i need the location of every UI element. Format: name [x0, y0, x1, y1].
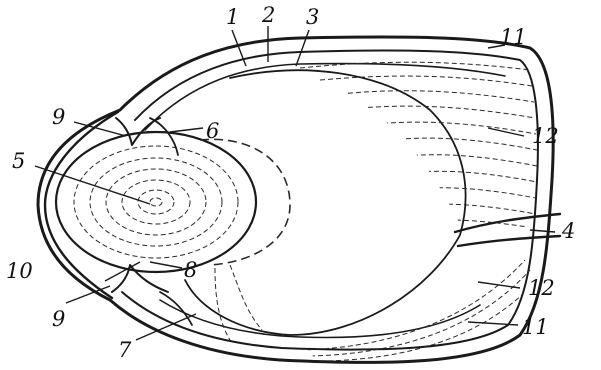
- label-4: 4: [561, 219, 575, 243]
- label-3: 3: [306, 5, 319, 29]
- label-2: 2: [261, 3, 275, 27]
- ciliary-body-upper: [150, 118, 178, 155]
- label-5: 5: [12, 149, 25, 173]
- label-9-lower: 9: [52, 307, 65, 331]
- label-12-upper: 12: [532, 124, 559, 148]
- label-12-lower: 12: [528, 276, 555, 300]
- label-10: 10: [6, 259, 33, 283]
- vitreous-boundary: [185, 70, 466, 335]
- choroid-layer: [122, 51, 538, 350]
- label-7: 7: [118, 338, 132, 362]
- lens: [56, 132, 256, 272]
- label-6: 6: [206, 119, 219, 143]
- lower-muscle-12: [300, 260, 540, 364]
- label-9-upper: 9: [52, 105, 65, 129]
- optic-nerve: [455, 214, 560, 246]
- label-1: 1: [226, 5, 239, 29]
- label-8: 8: [184, 258, 197, 282]
- vitreous-dashed-outline: [200, 139, 290, 265]
- sclera-outer-wall: [38, 37, 553, 362]
- leader-lines: [35, 26, 555, 340]
- label-11-upper: 11: [500, 25, 527, 49]
- upper-muscle-12: [300, 62, 537, 228]
- iris-lower: [112, 265, 168, 292]
- label-11-lower: 11: [522, 315, 549, 339]
